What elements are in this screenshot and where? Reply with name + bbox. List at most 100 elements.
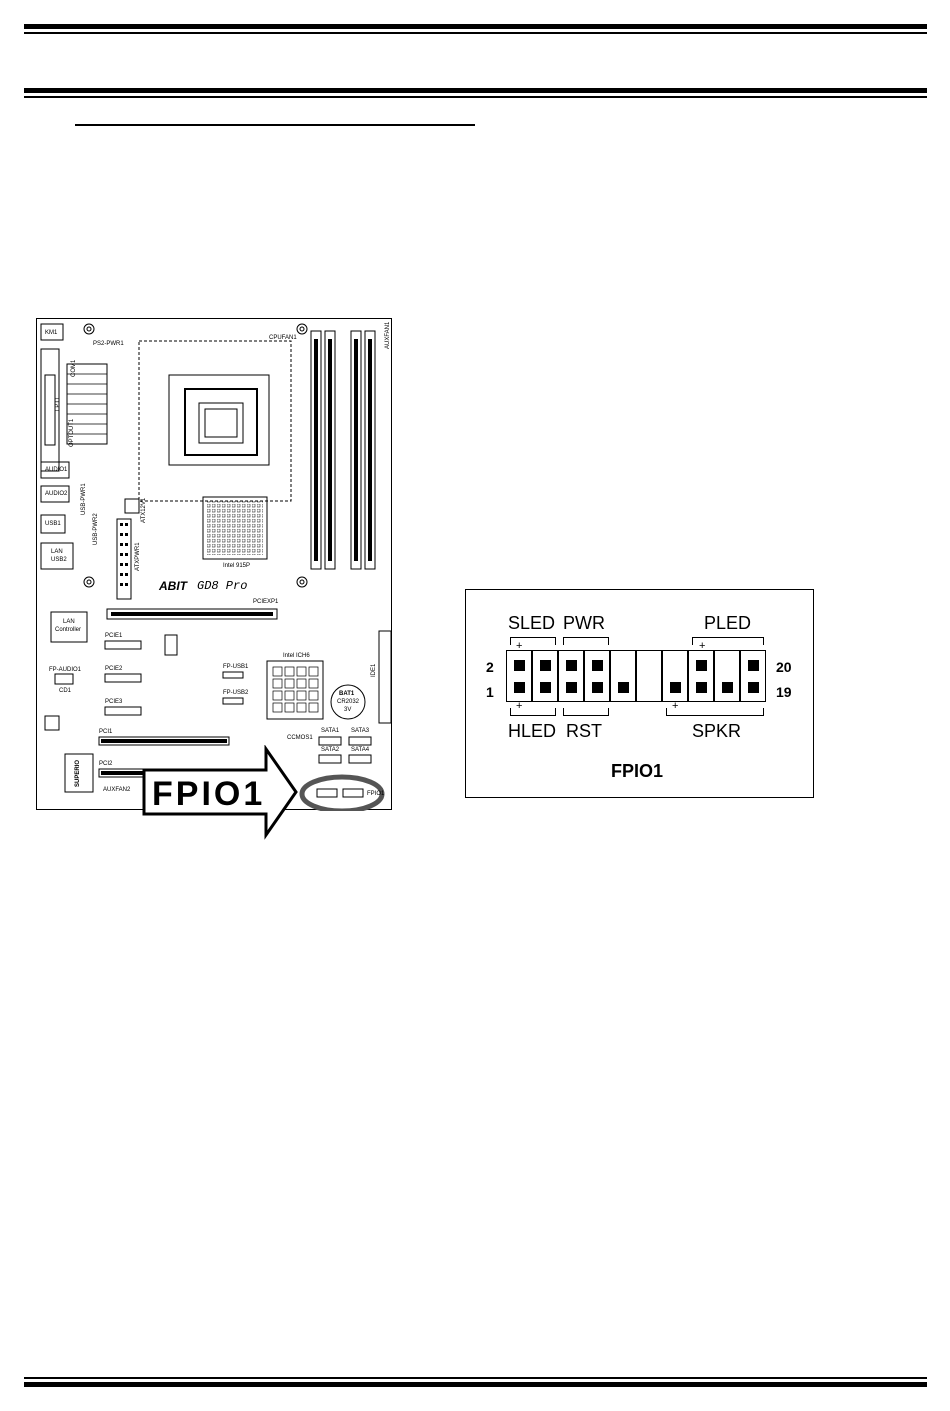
label-cr2032: CR2032: [337, 699, 360, 705]
pin-2-label: 2: [486, 659, 494, 675]
footer-rule-thin: [24, 1377, 927, 1379]
label-usb-pwr2: USB-PWR2: [93, 513, 99, 545]
pin-column-9: [714, 650, 740, 702]
label-bat1: BAT1: [339, 691, 355, 697]
pin: [566, 682, 577, 693]
brand-logo: ABIT: [159, 579, 187, 593]
label-lan-controller-a: LAN: [63, 619, 75, 625]
label-sata3: SATA3: [351, 728, 370, 734]
pin-19-label: 19: [776, 684, 792, 700]
pin: [748, 682, 759, 693]
fpio1-callout-label: FPIO1: [152, 775, 266, 813]
board-drawing: [40, 323, 392, 811]
pin: [696, 660, 707, 671]
pin: [540, 660, 551, 671]
label-sata1: SATA1: [321, 728, 340, 734]
label-rst: RST: [566, 721, 602, 741]
label-pled: PLED: [704, 613, 752, 633]
pled-bracket: [692, 637, 764, 645]
label-pciexp1: PCIEXP1: [253, 599, 279, 605]
label-ide1: IDE1: [371, 663, 377, 677]
label-pci2: PCI2: [99, 761, 113, 767]
pin-column-3: [558, 650, 584, 702]
section-underline: [75, 124, 475, 126]
pin: [748, 660, 759, 671]
label-intel-ich6: Intel ICH6: [283, 653, 310, 659]
label-ccmos1: CCMOS1: [287, 735, 313, 741]
sled-plus: +: [516, 640, 523, 652]
rst-bracket: [563, 708, 609, 716]
label-pci1: PCI1: [99, 729, 113, 735]
label-fp-usb1: FP-USB1: [223, 664, 249, 670]
label-usb-pwr1: USB-PWR1: [81, 483, 87, 515]
label-lan-controller-b: Controller: [55, 627, 82, 633]
pin-column-8: [688, 650, 714, 702]
header-rule-top: [24, 24, 927, 29]
label-audio1: AUDIO1: [45, 467, 68, 473]
label-superio: SUPERIO: [75, 759, 81, 787]
header-rule-second-thin: [24, 96, 927, 98]
pin: [722, 682, 733, 693]
label-audio2: AUDIO2: [45, 491, 68, 497]
label-sata4: SATA4: [351, 747, 370, 753]
label-cd1: CD1: [59, 688, 72, 694]
pwr-bracket: [563, 637, 609, 645]
spkr-bracket: [666, 708, 764, 716]
pin-column-10: [740, 650, 766, 702]
pin: [540, 682, 551, 693]
pin: [514, 682, 525, 693]
label-hled: HLED: [508, 721, 557, 741]
label-lan: LAN: [51, 549, 63, 555]
label-auxfan2: AUXFAN2: [103, 787, 131, 793]
label-sled: SLED: [508, 613, 556, 633]
label-lpt1: LPT1: [55, 396, 61, 411]
label-spkr: SPKR: [692, 721, 742, 741]
hled-bracket: [510, 708, 556, 716]
fpio1-pinout-diagram: SLED PWR PLED + + 2 1 20 19 + + HLED RST…: [465, 589, 814, 798]
pin-column-5: [610, 650, 636, 702]
pin-column-2: [532, 650, 558, 702]
label-pcie3: PCIE3: [105, 699, 123, 705]
pin: [566, 660, 577, 671]
label-ps2-pwr1: PS2-PWR1: [93, 341, 124, 347]
label-pcie2: PCIE2: [105, 666, 123, 672]
pin: [618, 682, 629, 693]
label-optout1: OPTOUT1: [69, 418, 75, 447]
label-usb2: USB2: [51, 557, 67, 563]
pin-column-6: [636, 650, 662, 702]
pin: [670, 682, 681, 693]
label-atxpwr1: ATXPWR1: [135, 542, 141, 571]
pin: [592, 682, 603, 693]
pled-plus: +: [699, 640, 706, 652]
model-name: GD8 Pro: [197, 579, 248, 593]
label-km1: KM1: [45, 330, 58, 336]
fpio1-callout-arrow: [142, 745, 298, 840]
label-sata2: SATA2: [321, 747, 340, 753]
footer-rule: [24, 1382, 927, 1387]
hled-plus: +: [516, 700, 523, 712]
label-cpufan1: CPUFAN1: [269, 335, 297, 341]
pin-20-label: 20: [776, 659, 792, 675]
header-rule-top-thin: [24, 32, 927, 34]
label-fpio1-small: FPIO1: [367, 791, 385, 797]
label-battery-voltage: 3V: [344, 707, 352, 713]
pin-column-4: [584, 650, 610, 702]
header-rule-second: [24, 88, 927, 93]
label-intel-915p: Intel 915P: [223, 563, 251, 569]
motherboard-diagram: KM1 PS2-PWR1 COM1 LPT1 OPTOUT1 AUDIO1 AU…: [36, 318, 392, 811]
sled-bracket: [510, 637, 556, 645]
label-fp-audio1: FP-AUDIO1: [49, 667, 82, 673]
pin-1-label: 1: [486, 684, 494, 700]
pin: [514, 660, 525, 671]
spkr-plus: +: [672, 700, 679, 712]
label-pwr: PWR: [563, 613, 605, 633]
pin-column-7: [662, 650, 688, 702]
label-usb1: USB1: [45, 521, 61, 527]
pin-column-1: [506, 650, 532, 702]
pin: [592, 660, 603, 671]
label-auxfan1: AUXFAN1: [385, 321, 391, 349]
label-com1: COM1: [71, 359, 77, 377]
label-fp-usb2: FP-USB2: [223, 690, 249, 696]
fpio1-title: FPIO1: [611, 761, 664, 781]
label-pcie1: PCIE1: [105, 633, 123, 639]
